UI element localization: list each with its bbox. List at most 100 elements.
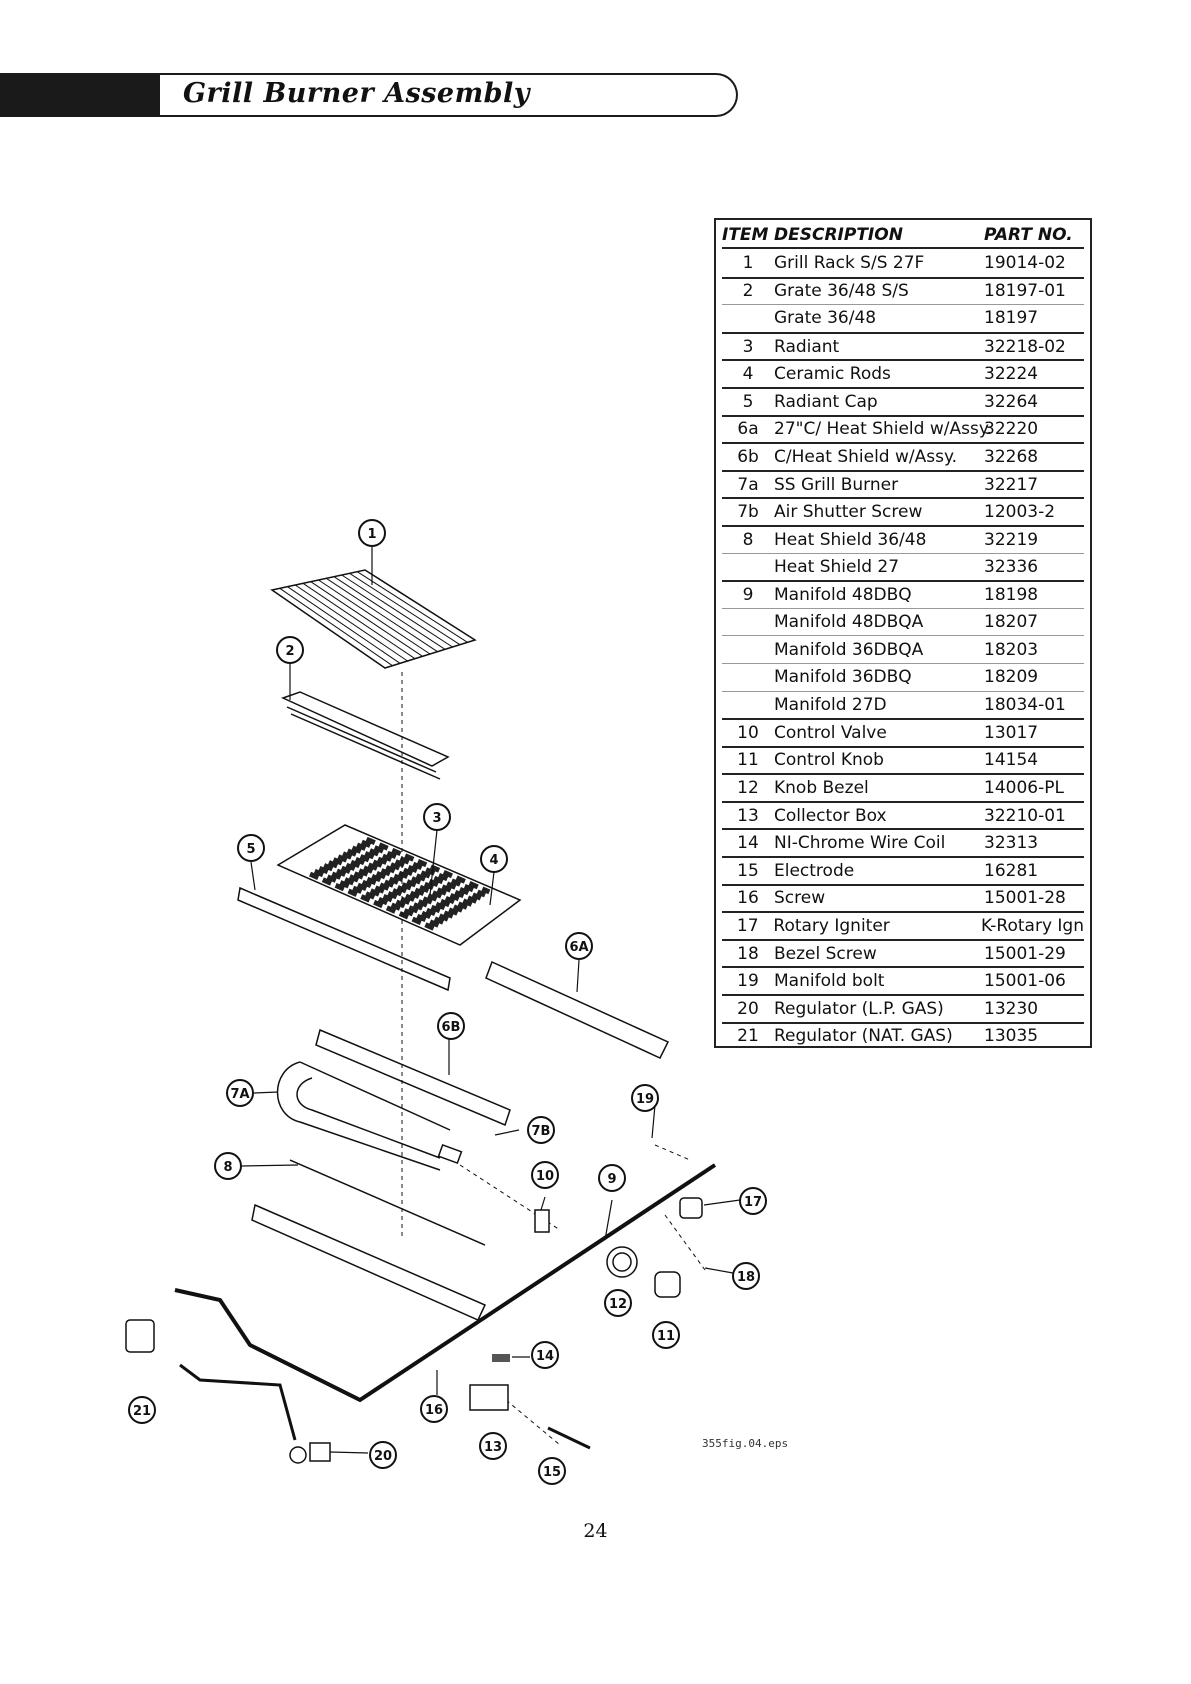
description-cell: Grate 36/48 S/S (774, 281, 909, 302)
part-number-cell: 15001-28 (984, 888, 1066, 909)
part-number-cell: 32219 (984, 529, 1039, 550)
part-number-cell: 32224 (984, 364, 1039, 385)
svg-text:2: 2 (285, 644, 294, 659)
description-cell: Radiant Cap (774, 391, 878, 412)
item-cell: 11 (737, 750, 759, 771)
description-cell: Grill Rack S/S 27F (774, 252, 925, 273)
collector-box (469, 1384, 509, 1411)
control-knob (654, 1271, 681, 1298)
figure-filename: 355fig.04.eps (702, 1437, 789, 1450)
description-cell: Regulator (L.P. GAS) (774, 998, 944, 1019)
description-cell: Grate 36/48 (774, 308, 877, 329)
callout-13: 13 (479, 1432, 507, 1460)
table-row: Grate 36/48 18197 (722, 304, 1084, 332)
callout-1: 1 (358, 519, 386, 547)
part-number-cell: 14154 (984, 750, 1039, 771)
callout-15: 15 (538, 1457, 566, 1485)
knob-bezel (606, 1246, 638, 1278)
header-tab (160, 73, 738, 117)
part-number-cell: 32264 (984, 391, 1039, 412)
part-number-cell: 32210-01 (984, 805, 1066, 826)
svg-text:6B: 6B (442, 1020, 461, 1035)
part-number-cell: 13017 (984, 722, 1039, 743)
description-cell: NI-Chrome Wire Coil (774, 833, 946, 854)
item-cell: 18 (737, 943, 759, 964)
description-cell: Manifold 27D (774, 694, 887, 715)
svg-text:14: 14 (536, 1349, 554, 1364)
item-cell: 6a (737, 419, 759, 440)
electrode (547, 1426, 591, 1450)
item-cell: 13 (737, 805, 759, 826)
item-cell: 12 (737, 778, 759, 799)
svg-text:12: 12 (609, 1297, 627, 1312)
item-cell: 16 (737, 888, 759, 909)
header-part-no: PART NO. (984, 225, 1073, 245)
part-number-cell: K-Rotary Ign (980, 916, 1084, 937)
part-number-cell: 18198 (984, 584, 1039, 605)
part-number-cell: 18197 (984, 308, 1039, 329)
svg-text:7A: 7A (230, 1087, 249, 1102)
svg-text:16: 16 (425, 1403, 443, 1418)
callout-21: 21 (128, 1396, 156, 1424)
page-number: 24 (583, 1520, 608, 1542)
svg-text:3: 3 (432, 811, 441, 826)
callout-6a: 6A (565, 932, 593, 960)
svg-text:8: 8 (223, 1160, 232, 1175)
item-cell: 9 (742, 584, 754, 605)
heat-shield-6a (485, 960, 670, 1059)
callout-11: 11 (652, 1321, 680, 1349)
description-cell: Manifold 36DBQA (774, 639, 924, 660)
callout-12: 12 (604, 1289, 632, 1317)
callout-3: 3 (423, 803, 451, 831)
description-cell: Electrode (774, 860, 855, 881)
callout-17: 17 (739, 1187, 767, 1215)
item-cell: 3 (742, 336, 754, 357)
header-description: DESCRIPTION (774, 225, 903, 245)
part-number-cell: 18207 (984, 612, 1039, 633)
callouts: 1 2 3 4 5 6A 6B 7A 7B 8 9 10 11 12 13 14… (128, 519, 767, 1485)
callout-18: 18 (732, 1262, 760, 1290)
description-cell: Knob Bezel (774, 778, 869, 799)
part-number-cell: 32313 (984, 833, 1039, 854)
svg-text:7B: 7B (532, 1124, 551, 1139)
description-cell: Control Knob (774, 750, 884, 771)
part-number-cell: 32336 (984, 556, 1039, 577)
heat-shield-6b (315, 1028, 511, 1127)
svg-text:19: 19 (636, 1092, 654, 1107)
callout-14: 14 (531, 1341, 559, 1369)
description-cell: C/Heat Shield w/Assy. (774, 446, 958, 467)
part-number-cell: 12003-2 (984, 502, 1056, 523)
callout-16: 16 (420, 1395, 448, 1423)
header-bar (0, 73, 165, 117)
manifold (174, 1163, 717, 1403)
exploded-diagram: 1 2 3 4 5 6A 6B 7A 7B 8 9 10 11 12 13 14… (125, 519, 767, 1485)
wire-coil (492, 1354, 510, 1362)
description-cell: Ceramic Rods (774, 364, 891, 385)
item-cell: 5 (742, 391, 754, 412)
part-number-cell: 16281 (984, 860, 1039, 881)
svg-text:21: 21 (133, 1404, 151, 1419)
description-cell: Air Shutter Screw (774, 502, 923, 523)
part-number-cell: 18034-01 (984, 694, 1066, 715)
description-cell: Bezel Screw (774, 943, 877, 964)
callout-6b: 6B (437, 1012, 465, 1040)
svg-text:20: 20 (374, 1449, 392, 1464)
item-cell: 19 (737, 971, 759, 992)
item-cell: 17 (736, 916, 759, 937)
callout-9: 9 (598, 1164, 626, 1192)
description-cell: Rotary Igniter (773, 916, 890, 937)
part-number-cell: 19014-02 (984, 252, 1066, 273)
description-cell: Radiant (774, 336, 840, 357)
callout-8: 8 (214, 1152, 242, 1180)
item-cell: 7b (737, 502, 759, 523)
